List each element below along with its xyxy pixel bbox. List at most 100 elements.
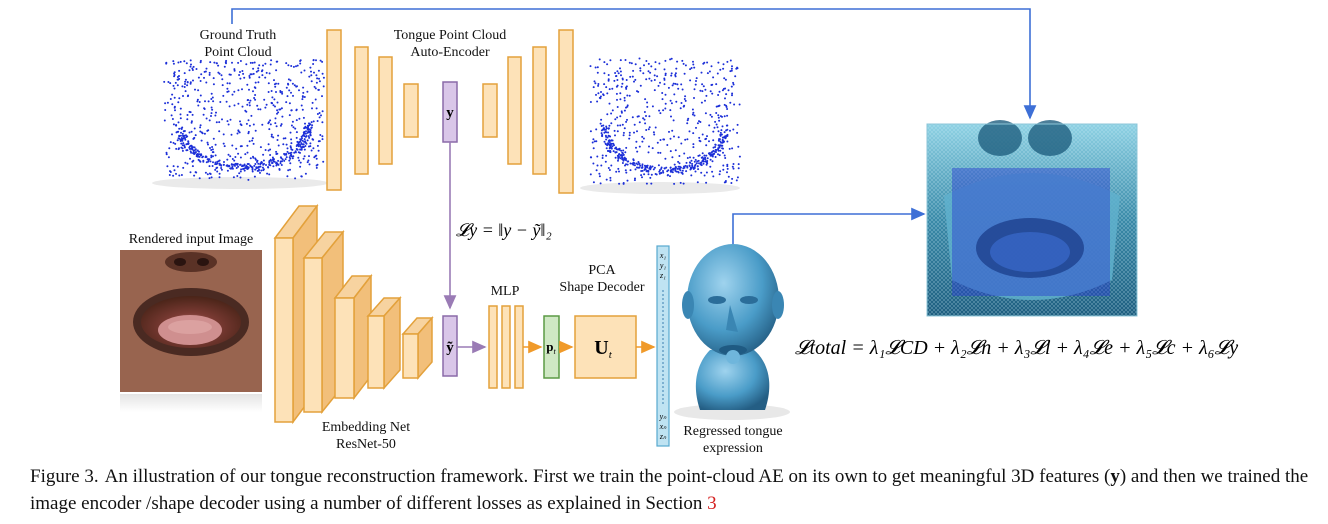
point: [661, 92, 664, 94]
point: [624, 59, 627, 61]
point: [649, 176, 652, 179]
point: [643, 118, 646, 121]
point: [301, 96, 304, 98]
point: [593, 140, 596, 143]
point: [214, 143, 217, 146]
caption-section-ref[interactable]: 3: [707, 493, 717, 514]
point: [727, 89, 730, 92]
point: [711, 150, 714, 153]
point: [679, 181, 682, 184]
point: [319, 134, 322, 136]
point: [648, 167, 651, 169]
point: [673, 93, 676, 96]
decoder-layer-1: [482, 83, 498, 138]
point: [285, 143, 288, 146]
point: [601, 154, 604, 157]
point: [673, 163, 676, 166]
point: [295, 148, 298, 150]
point: [267, 149, 270, 152]
point: [680, 142, 683, 145]
point: [696, 181, 699, 184]
point: [236, 163, 239, 166]
point: [603, 140, 606, 143]
point: [259, 165, 262, 168]
ae-label-line2: Auto-Encoder: [410, 45, 490, 60]
total-loss-equation: 𝓛total = λ₁𝓛CD + λ₂𝓛n + λ₃𝓛l + λ₄𝓛e + λ₅…: [795, 337, 1238, 359]
point: [638, 163, 641, 165]
point: [289, 79, 292, 82]
point: [268, 72, 271, 75]
point: [731, 92, 734, 95]
point: [289, 168, 291, 171]
point: [214, 154, 217, 157]
point: [180, 142, 183, 145]
regressed-head-model: [674, 244, 790, 420]
point: [306, 131, 309, 134]
point: [316, 144, 319, 147]
point: [269, 123, 272, 126]
point: [237, 102, 240, 105]
point: [254, 158, 257, 161]
point: [670, 170, 673, 173]
point: [316, 77, 319, 80]
point: [306, 90, 309, 93]
point: [720, 141, 723, 144]
point: [622, 149, 625, 152]
ae-label-line1: Tongue Point Cloud: [393, 28, 507, 43]
point: [629, 75, 632, 78]
point: [729, 101, 732, 104]
point: [299, 145, 302, 148]
point: [608, 135, 611, 138]
point: [245, 122, 248, 125]
point: [318, 77, 320, 80]
point: [624, 169, 627, 172]
point: [596, 66, 599, 69]
point: [598, 96, 601, 99]
point: [722, 63, 725, 66]
point: [253, 86, 256, 89]
point: [257, 166, 260, 169]
point: [295, 136, 298, 139]
point: [722, 168, 725, 171]
point: [218, 176, 221, 179]
point: [210, 156, 213, 159]
point: [615, 170, 618, 173]
point: [193, 174, 196, 177]
point: [246, 168, 249, 170]
point: [277, 144, 280, 147]
point: [673, 167, 676, 170]
point: [669, 58, 672, 61]
point: [189, 82, 192, 85]
point: [214, 163, 217, 166]
point: [715, 149, 718, 151]
point: [688, 130, 691, 133]
point: [262, 64, 264, 67]
point: [232, 176, 235, 179]
point: [614, 134, 616, 137]
point: [214, 168, 217, 171]
point: [653, 74, 656, 77]
point: [294, 127, 297, 130]
point: [677, 87, 680, 90]
point: [253, 164, 256, 167]
point: [650, 79, 653, 82]
point: [657, 84, 660, 87]
point: [285, 62, 288, 65]
point: [607, 127, 610, 130]
point: [623, 99, 626, 102]
point: [272, 136, 275, 139]
point: [223, 161, 225, 163]
point: [197, 76, 200, 79]
point: [302, 86, 305, 89]
point: [726, 108, 729, 110]
point: [735, 67, 738, 70]
point: [616, 98, 618, 101]
point: [203, 76, 205, 79]
point: [660, 167, 663, 170]
point: [726, 171, 728, 174]
point: [668, 130, 670, 133]
point: [719, 115, 722, 118]
point: [633, 179, 636, 182]
point: [202, 159, 205, 162]
point: [183, 72, 186, 75]
